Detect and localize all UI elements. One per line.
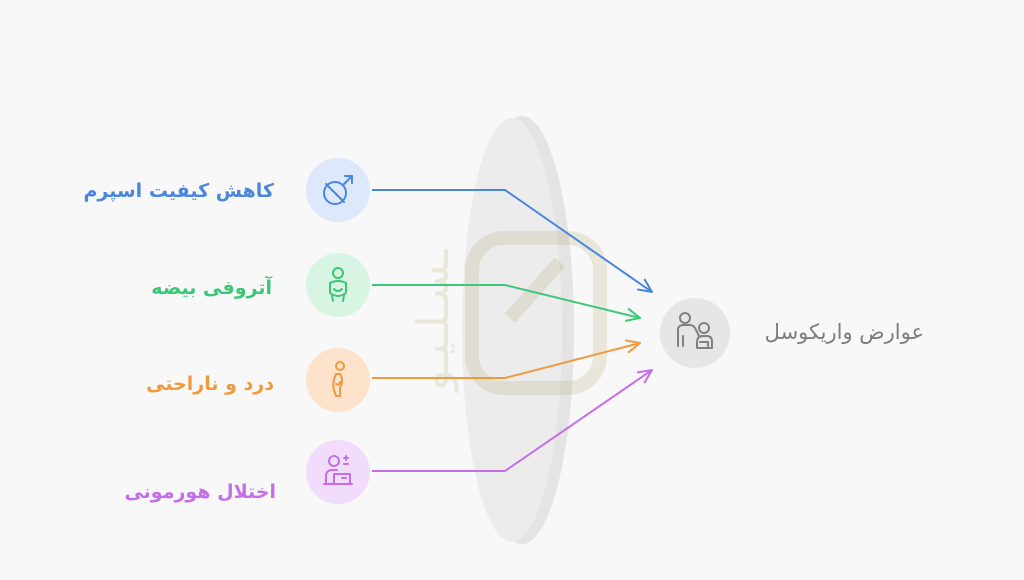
connector-arrow: [372, 369, 653, 472]
arrowhead: [624, 308, 641, 322]
source-label-atrophy: آتروفی بیضه: [151, 277, 272, 299]
svg-text:ـسـلـیـو: ـسـلـیـو: [408, 248, 459, 392]
arrowhead: [636, 369, 653, 384]
sperm-symbol-icon: [323, 175, 353, 205]
arrowhead: [624, 339, 641, 354]
target-label: عوارض واریکوسل: [764, 320, 924, 344]
source-label-sperm: کاهش کیفیت اسپرم: [83, 180, 275, 202]
arrowhead: [636, 278, 653, 293]
connectors: [372, 189, 653, 472]
source-node-pain: [306, 348, 370, 412]
connector-arrow: [372, 284, 641, 319]
watermark-logo: ـسـلـیـو: [408, 231, 607, 395]
source-label-pain: درد و ناراحتی: [146, 373, 274, 395]
connector-arrow: [372, 342, 641, 379]
source-node-hormonal: [306, 440, 370, 504]
figure-icon: [329, 267, 347, 302]
lens-shape: [462, 116, 574, 544]
doctor-patient-icon: [677, 312, 713, 349]
source-label-hormonal: اختلال هورمونی: [124, 481, 276, 503]
target-node: [660, 298, 730, 368]
pain-figure-icon: [332, 361, 345, 397]
connector-arrow: [372, 189, 653, 293]
source-node-atrophy: [306, 253, 370, 317]
person-at-desk-icon: [323, 455, 353, 485]
source-node-sperm: [306, 158, 370, 222]
